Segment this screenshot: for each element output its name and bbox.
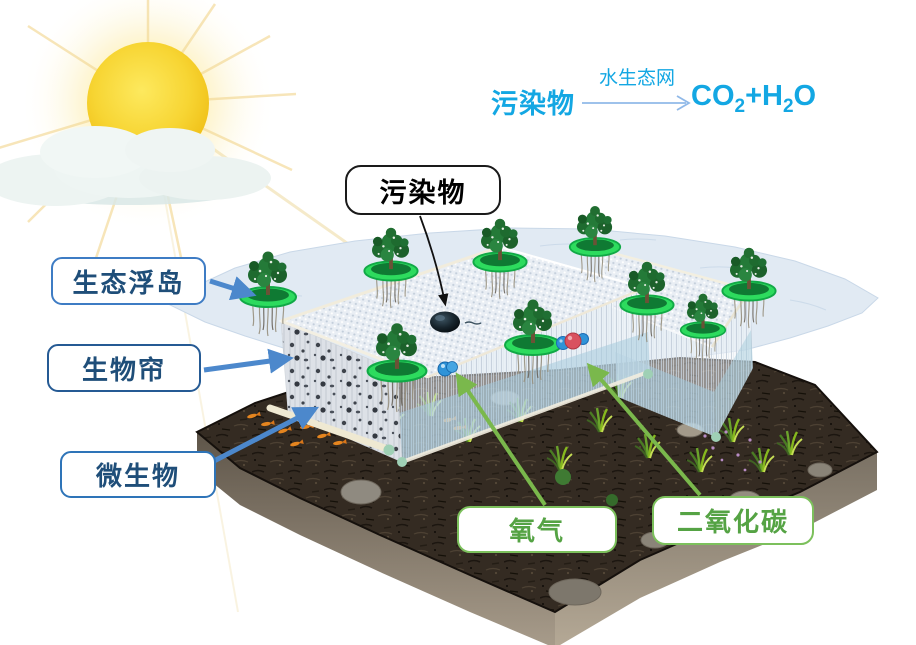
carbon-dioxide-label: 二氧化碳 [652, 496, 814, 545]
reaction-arrow [582, 95, 691, 111]
pollutant-spot [430, 311, 482, 333]
floating-island-label: 生态浮岛 [51, 257, 206, 305]
pollutant-arrow [419, 215, 449, 307]
float-rail [266, 404, 389, 452]
oxygen-label: 氧气 [457, 506, 617, 553]
microbes-arrow [212, 406, 319, 464]
co2-arrow [586, 362, 702, 497]
oxygen-bubble [437, 361, 458, 377]
equation-product-co-sub: 2 [734, 95, 746, 117]
equation-product-co: CO [691, 80, 735, 112]
equation-product: CO2+H2O [691, 80, 816, 118]
equation-product-h-sub: 2 [782, 95, 794, 117]
microbes-label: 微生物 [60, 451, 216, 498]
bio-curtain-arrow [203, 348, 294, 374]
cloud-icon [0, 126, 271, 206]
floating-island-arrow [209, 276, 257, 301]
oxygen-arrow [455, 372, 547, 507]
equation-product-h: +H [745, 80, 783, 112]
co2-molecule [556, 332, 589, 350]
equation-reactant: 污染物 [491, 89, 575, 119]
equation-product-o: O [793, 80, 817, 112]
pollutant-label: 污染物 [345, 165, 501, 215]
equation-condition: 水生态网 [598, 68, 675, 89]
bio-curtain-label: 生物帘 [47, 344, 201, 392]
